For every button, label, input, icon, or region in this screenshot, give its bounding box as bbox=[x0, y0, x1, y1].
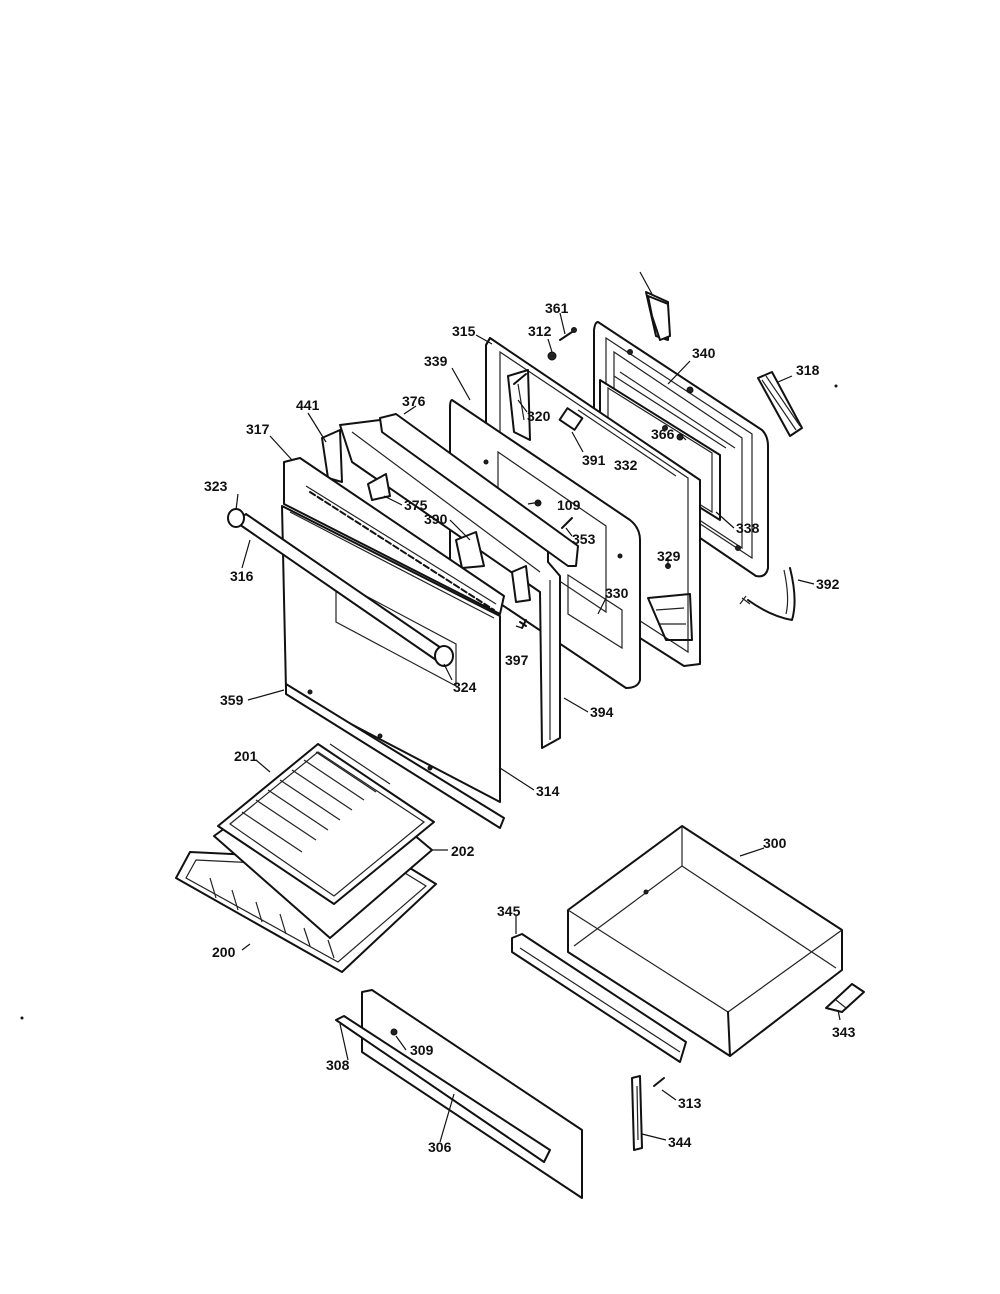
label-318: 318 bbox=[796, 362, 820, 378]
drawer-body-300 bbox=[567, 825, 843, 1057]
label-343: 343 bbox=[832, 1024, 856, 1040]
label-344: 344 bbox=[668, 1134, 692, 1150]
label-375: 375 bbox=[404, 497, 428, 513]
label-330: 330 bbox=[605, 585, 629, 601]
label-315: 315 bbox=[452, 323, 476, 339]
label-332: 332 bbox=[614, 457, 638, 473]
label-392: 392 bbox=[816, 576, 840, 592]
label-394: 394 bbox=[590, 704, 614, 720]
label-441: 441 bbox=[296, 397, 320, 413]
drawer-handle-308 bbox=[335, 1015, 551, 1163]
label-201: 201 bbox=[234, 748, 258, 764]
part-labels: 361 312 315 340 318 339 441 376 320 366 … bbox=[204, 300, 856, 1155]
label-200: 200 bbox=[212, 944, 236, 960]
label-324: 324 bbox=[453, 679, 477, 695]
label-308: 308 bbox=[326, 1057, 350, 1073]
label-317: 317 bbox=[246, 421, 270, 437]
label-397: 397 bbox=[505, 652, 529, 668]
label-340: 340 bbox=[692, 345, 716, 361]
door-trim-359 bbox=[285, 683, 505, 829]
label-329: 329 bbox=[657, 548, 681, 564]
label-309: 309 bbox=[410, 1042, 434, 1058]
gasket-392 bbox=[739, 567, 796, 621]
label-109: 109 bbox=[557, 497, 581, 513]
label-361: 361 bbox=[545, 300, 569, 316]
label-306: 306 bbox=[428, 1139, 452, 1155]
label-390: 390 bbox=[424, 511, 448, 527]
label-338: 338 bbox=[736, 520, 760, 536]
leader-lines bbox=[235, 271, 841, 1143]
label-366: 366 bbox=[651, 426, 675, 442]
drawer-rail-345 bbox=[511, 933, 687, 1063]
label-300: 300 bbox=[763, 835, 787, 851]
label-353: 353 bbox=[572, 531, 596, 547]
label-359: 359 bbox=[220, 692, 244, 708]
label-391: 391 bbox=[582, 452, 606, 468]
control-panel-317 bbox=[283, 457, 505, 615]
broiler-grid-201 bbox=[217, 743, 435, 905]
brackets bbox=[321, 429, 531, 603]
label-339: 339 bbox=[424, 353, 448, 369]
drawer-glide-344 bbox=[631, 1075, 643, 1151]
label-313: 313 bbox=[678, 1095, 702, 1111]
hinge-332 bbox=[645, 291, 693, 641]
drawer-front-306 bbox=[361, 989, 583, 1199]
label-323: 323 bbox=[204, 478, 228, 494]
label-202: 202 bbox=[451, 843, 475, 859]
label-312: 312 bbox=[528, 323, 552, 339]
label-316: 316 bbox=[230, 568, 254, 584]
door-frame-376 bbox=[339, 413, 579, 749]
label-320: 320 bbox=[527, 408, 551, 424]
label-345: 345 bbox=[497, 903, 521, 919]
drawer-glide-343 bbox=[825, 983, 865, 1013]
screw-313 bbox=[653, 1077, 665, 1087]
door-handle-316 bbox=[227, 508, 454, 667]
label-314: 314 bbox=[536, 783, 560, 799]
label-376: 376 bbox=[402, 393, 426, 409]
gasket-318 bbox=[757, 371, 803, 437]
